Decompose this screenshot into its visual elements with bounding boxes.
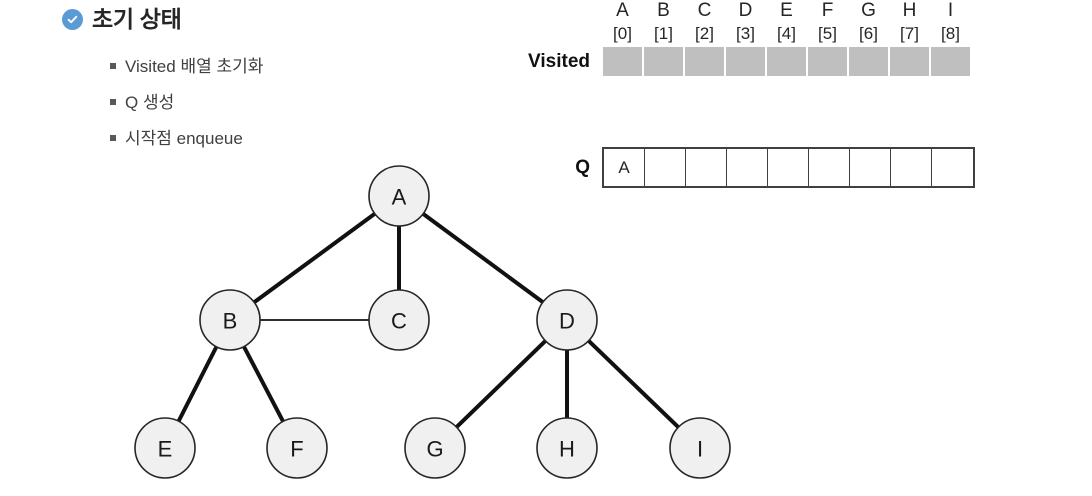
graph-edge-layer <box>176 211 681 430</box>
graph-node-circle <box>368 289 430 351</box>
queue-cell[interactable] <box>850 149 891 186</box>
graph-node-circle <box>536 289 598 351</box>
visited-cells <box>602 46 971 77</box>
graph-node-label: F <box>290 437 303 462</box>
graph-edge-d-g <box>454 338 548 430</box>
visited-letter-header: F <box>821 0 834 21</box>
graph-node-circle <box>266 417 328 479</box>
visited-index-header: [0] <box>613 24 632 43</box>
queue-cell[interactable]: A <box>604 149 645 186</box>
visited-index-header-row: [0] [1] [2] [3] [4] [5] [6] [7] [8] <box>602 22 971 46</box>
queue-cells-row: Q A <box>510 147 975 188</box>
graph-edge-b-f <box>241 344 286 424</box>
visited-cell[interactable] <box>643 46 684 77</box>
visited-letter-header: I <box>947 0 954 21</box>
graph-node-h[interactable]: H <box>536 417 598 479</box>
visited-index-header: [6] <box>859 24 878 43</box>
graph-node-g[interactable]: G <box>404 417 466 479</box>
list-item: Q 생성 <box>110 93 530 130</box>
graph-node-label: B <box>223 309 238 334</box>
visited-cells-row: Visited <box>510 46 971 77</box>
graph-node-label: D <box>559 309 575 334</box>
graph-node-circle <box>199 289 261 351</box>
graph-node-circle <box>669 417 731 479</box>
visited-index-header: [8] <box>941 24 960 43</box>
square-bullet-icon <box>110 135 116 141</box>
square-bullet-icon <box>110 63 116 69</box>
graph-node-circle <box>404 417 466 479</box>
graph-node-a[interactable]: A <box>368 165 430 227</box>
visited-index-header: [1] <box>654 24 673 43</box>
bullet-list: Visited 배열 초기화 Q 생성 시작점 enqueue <box>110 57 530 166</box>
graph-node-i[interactable]: I <box>669 417 731 479</box>
visited-letter-header: D <box>738 0 753 21</box>
list-item-label: Q 생성 <box>125 93 175 112</box>
page-title-text: 초기 상태 <box>92 6 182 32</box>
graph-node-b[interactable]: B <box>199 289 261 351</box>
graph-node-label: I <box>697 437 703 462</box>
visited-letter-header-row: A B C D E F G H I <box>602 0 971 22</box>
visited-cell[interactable] <box>725 46 766 77</box>
visited-cell[interactable] <box>684 46 725 77</box>
visited-letter-header: C <box>697 0 712 21</box>
visited-letter-header: E <box>780 0 793 21</box>
graph-edge-a-d <box>421 211 545 305</box>
graph-node-label: C <box>391 309 407 334</box>
queue-cell[interactable] <box>768 149 809 186</box>
visited-letter-header: H <box>902 0 917 21</box>
graph-node-d[interactable]: D <box>536 289 598 351</box>
graph-edge-d-i <box>586 338 681 430</box>
visited-cell[interactable] <box>766 46 807 77</box>
queue-cell[interactable] <box>686 149 727 186</box>
visited-index-header: [3] <box>736 24 755 43</box>
visited-label: Visited <box>528 50 590 72</box>
visited-cell[interactable] <box>602 46 643 77</box>
graph-node-label: E <box>158 437 173 462</box>
visited-cell[interactable] <box>889 46 930 77</box>
visited-letter-header: B <box>657 0 670 21</box>
graph-node-layer: A B C D E F G H I <box>134 165 731 479</box>
queue-cell[interactable] <box>932 149 973 186</box>
graph-edge-a-b <box>252 211 377 305</box>
queue-label: Q <box>575 156 590 178</box>
list-item-label: Visited 배열 초기화 <box>125 57 264 76</box>
visited-index-header: [5] <box>818 24 837 43</box>
queue-cells: A <box>602 147 975 188</box>
list-item-label: 시작점 enqueue <box>125 129 243 148</box>
visited-index-header: [4] <box>777 24 796 43</box>
visited-array: A B C D E F G H I [0] [1] [2] [3] [4] [5… <box>510 0 971 77</box>
page-title: 초기 상태 <box>62 8 182 31</box>
queue-cell[interactable] <box>727 149 768 186</box>
graph-edge-b-e <box>176 344 219 424</box>
graph-node-label: H <box>559 437 575 462</box>
visited-cell[interactable] <box>930 46 971 77</box>
graph-node-c[interactable]: C <box>368 289 430 351</box>
square-bullet-icon <box>110 99 116 105</box>
visited-cell[interactable] <box>848 46 889 77</box>
visited-letter-header: G <box>861 0 876 21</box>
check-circle-icon <box>62 9 83 30</box>
graph-node-e[interactable]: E <box>134 417 196 479</box>
queue-array: Q A <box>510 147 975 188</box>
graph-node-circle <box>536 417 598 479</box>
graph-node-circle <box>134 417 196 479</box>
visited-letter-header: A <box>616 0 629 21</box>
graph-node-circle <box>368 165 430 227</box>
visited-index-header: [2] <box>695 24 714 43</box>
queue-cell[interactable] <box>891 149 932 186</box>
queue-cell[interactable] <box>809 149 850 186</box>
list-item: Visited 배열 초기화 <box>110 57 530 94</box>
list-item: 시작점 enqueue <box>110 129 530 166</box>
queue-cell[interactable] <box>645 149 686 186</box>
graph-node-label: A <box>392 185 407 210</box>
visited-index-header: [7] <box>900 24 919 43</box>
visited-cell[interactable] <box>807 46 848 77</box>
graph-node-f[interactable]: F <box>266 417 328 479</box>
graph-node-label: G <box>426 437 443 462</box>
